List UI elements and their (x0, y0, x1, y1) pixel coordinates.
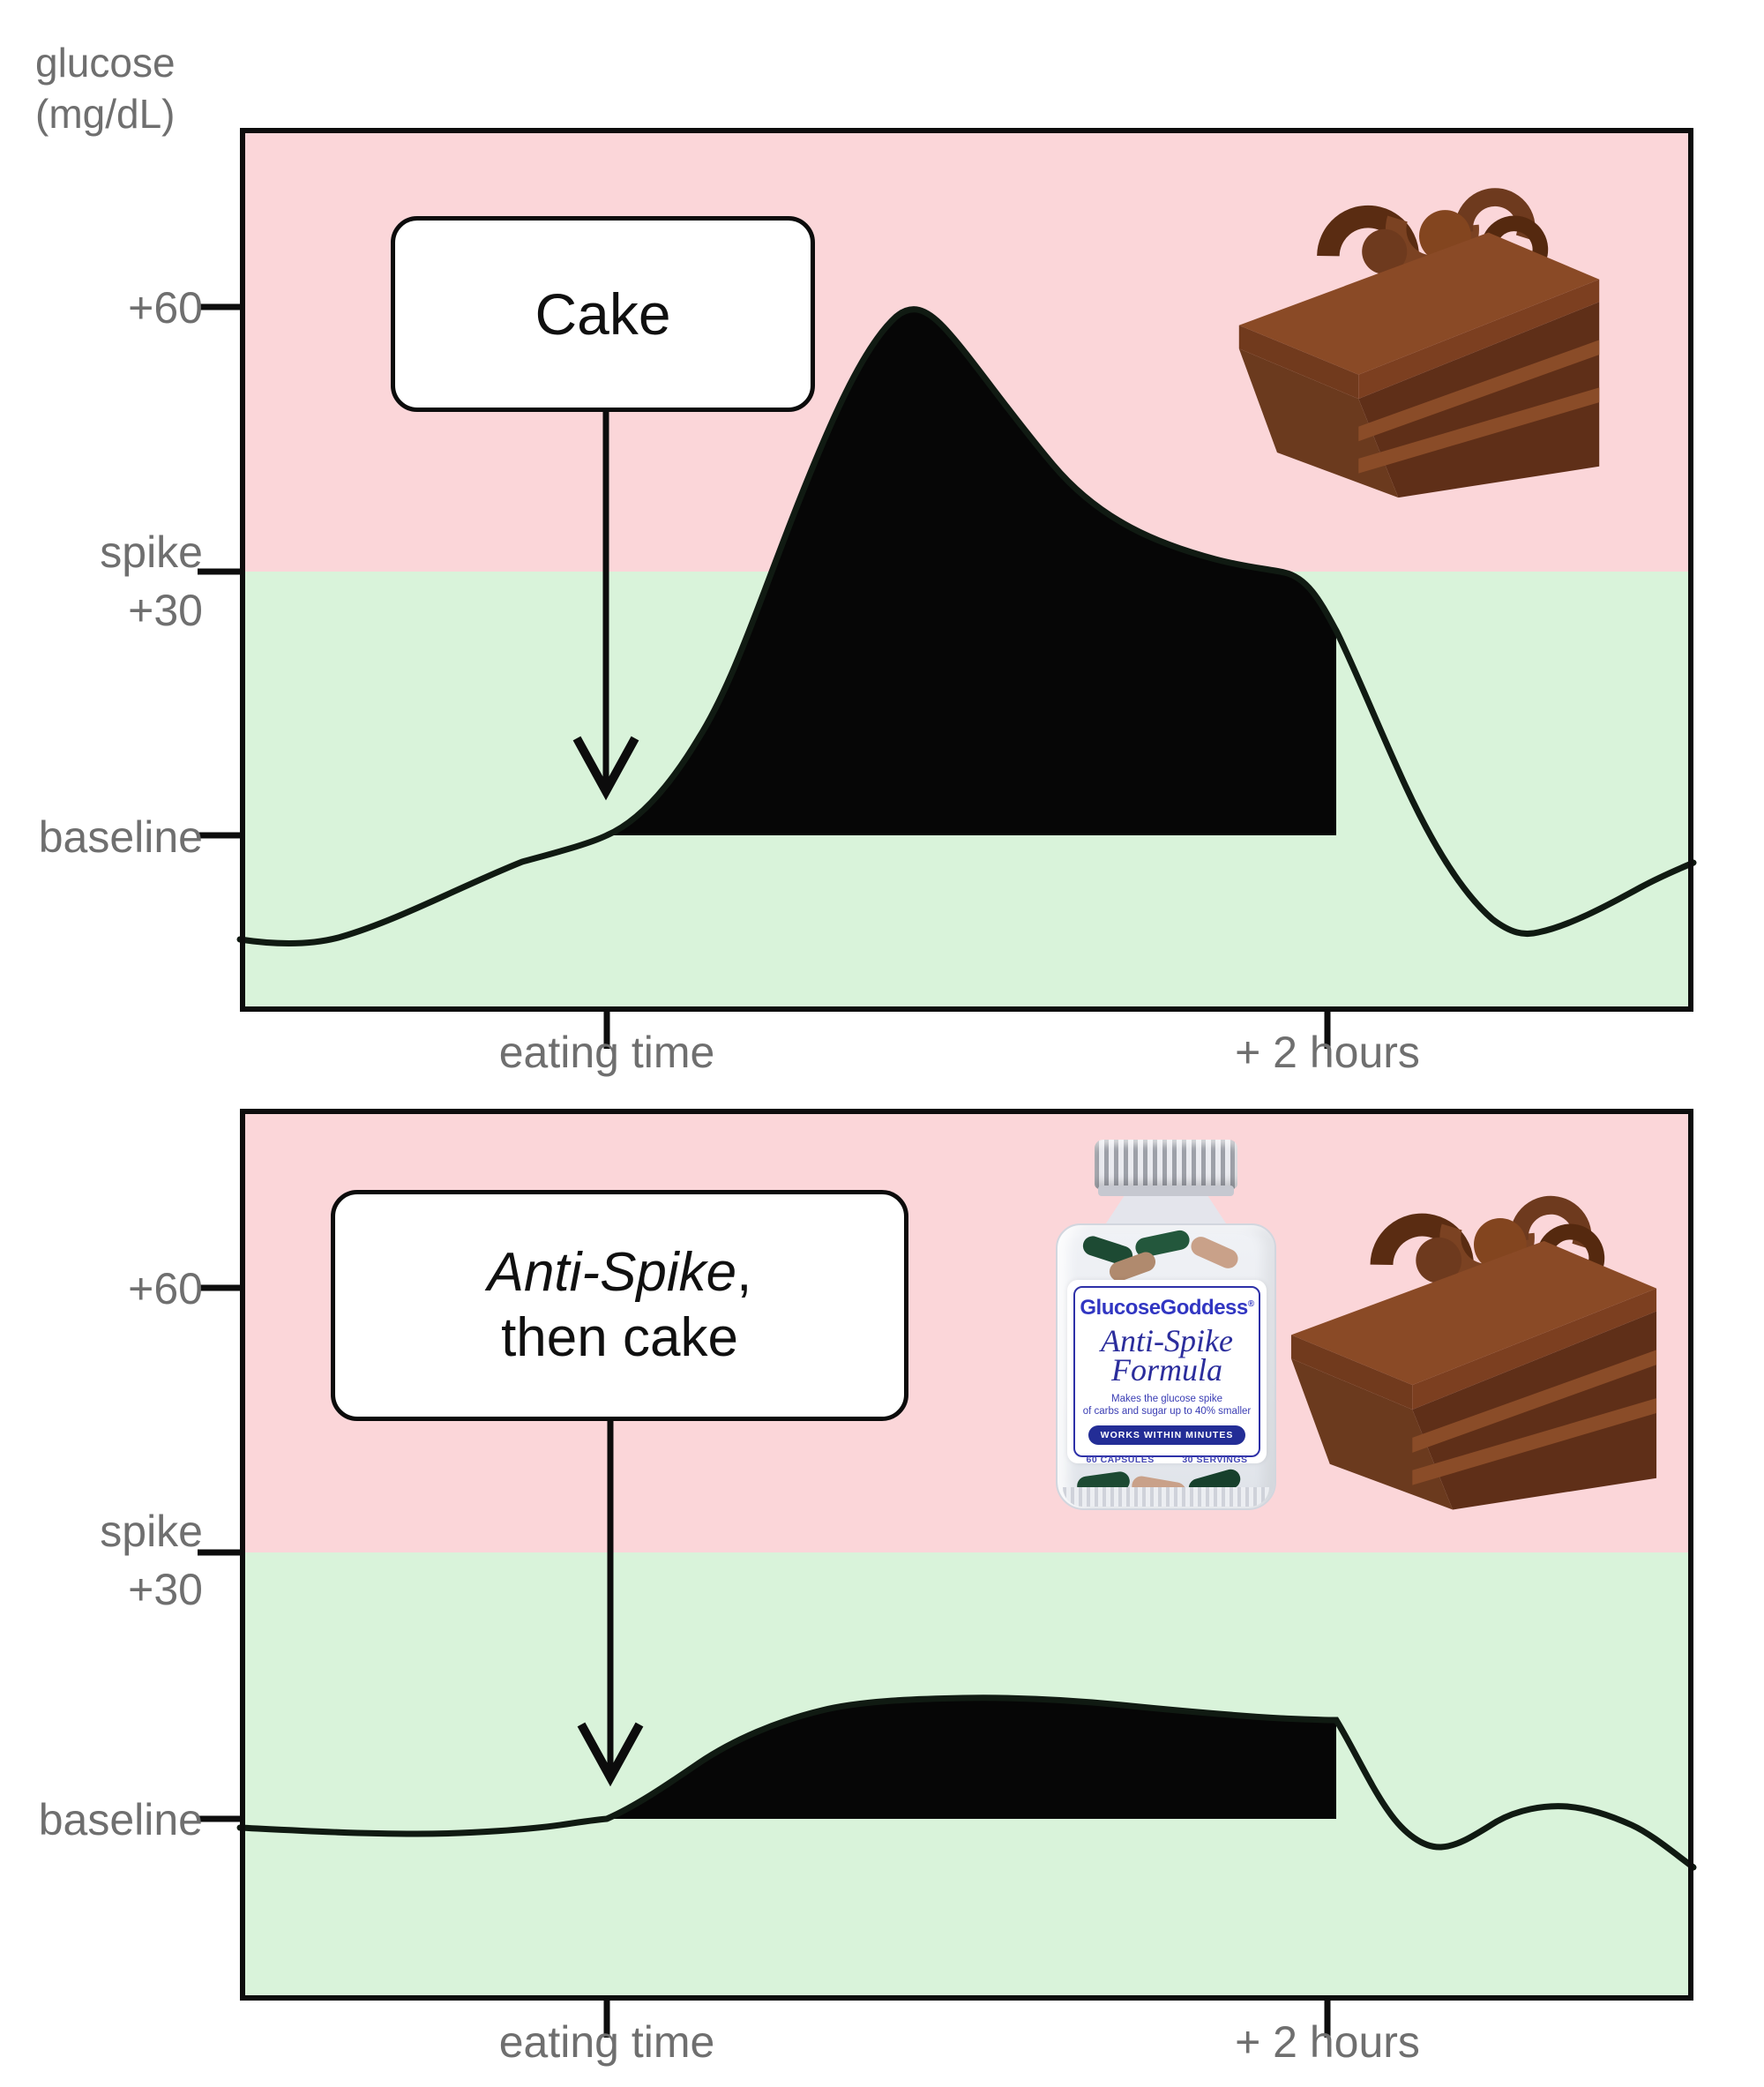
chart-antispike-plot (198, 1109, 1697, 2038)
bottle-cap (1095, 1140, 1237, 1189)
bottle-label: GlucoseGoddess® Anti-Spike Formula Makes… (1067, 1280, 1267, 1465)
cake-image (1229, 122, 1610, 503)
xtick-label-eating-time: eating time (498, 2017, 715, 2067)
bottle-capsule-count: 60 CAPSULES (1086, 1455, 1155, 1465)
y-axis-title: glucose (mg/dL) (35, 37, 176, 139)
ytick-label-plus30: +30 (128, 1565, 203, 1614)
glucose-curve (236, 1694, 1697, 1871)
annotation-anti-spike-line2: then cake (501, 1307, 738, 1368)
bottle-base-ribbing (1063, 1487, 1269, 1507)
glucose-area-fill (607, 1697, 1336, 1819)
ytick-label-spike: spike (100, 527, 203, 577)
bottle-label-border: GlucoseGoddess® Anti-Spike Formula Makes… (1073, 1286, 1260, 1465)
cake-slice-illustration (1281, 1126, 1667, 1518)
xtick-label-eating-time: eating time (498, 1028, 715, 1077)
bottle-brand: GlucoseGoddess® (1080, 1296, 1254, 1320)
annotation-anti-spike: Anti-Spike, then cake (331, 1190, 908, 1421)
ytick-label-baseline: baseline (38, 1795, 203, 1844)
bottle-tagline: Makes the glucose spike of carbs and sug… (1083, 1393, 1252, 1418)
annotation-cake-text: Cake (534, 281, 671, 347)
annotation-arrowhead (572, 736, 639, 801)
xtick-label-plus2hours: + 2 hours (1235, 1028, 1420, 1077)
cake-image (1281, 1126, 1667, 1518)
bottle-product-line2: Formula (1110, 1352, 1222, 1388)
bottle-servings-count: 30 SERVINGS (1182, 1455, 1248, 1465)
ytick-label-spike: spike (100, 1507, 203, 1556)
ytick-label-plus60: +60 (128, 1264, 203, 1313)
ytick-label-plus60: +60 (128, 283, 203, 333)
ytick-label-plus30: +30 (128, 586, 203, 635)
xtick-label-plus2hours: + 2 hours (1235, 2017, 1420, 2067)
y-axis-title-line2: (mg/dL) (35, 91, 176, 137)
bottle-neck (1104, 1196, 1228, 1226)
bottle-badge: WORKS WITHIN MINUTES (1088, 1425, 1246, 1445)
plot-border (240, 1109, 1693, 2001)
annotation-anti-spike-line1: Anti-Spike, (488, 1240, 752, 1305)
plot-border (240, 128, 1693, 1012)
bottle-brand-text: GlucoseGoddess (1080, 1296, 1248, 1320)
bottle-body: GlucoseGoddess® Anti-Spike Formula Makes… (1056, 1223, 1276, 1510)
bottle-tagline-line1: Makes the glucose spike (1111, 1394, 1222, 1404)
anti-spike-italic: Anti-Spike (487, 1242, 737, 1303)
glucose-area-fill (607, 309, 1336, 835)
anti-spike-bottle-image: GlucoseGoddess® Anti-Spike Formula Makes… (1056, 1140, 1276, 1519)
bottle-footer: 60 CAPSULES 30 SERVINGS (1086, 1455, 1247, 1465)
anti-spike-comma: , (736, 1242, 752, 1303)
bottle-brand-mark: ® (1247, 1299, 1254, 1309)
bottle-product-name: Anti-Spike Formula (1101, 1323, 1233, 1388)
bottle-product-line1: Anti-Spike (1101, 1323, 1233, 1358)
capsule (1187, 1233, 1242, 1272)
bottle-cap-band (1098, 1186, 1234, 1196)
glucose-curve (236, 306, 1697, 947)
ytick-label-baseline: baseline (38, 812, 203, 862)
y-axis-title-line1: glucose (35, 40, 176, 86)
annotation-cake: Cake (391, 216, 815, 412)
annotation-arrowhead (577, 1722, 644, 1787)
bottle-tagline-line2: of carbs and sugar up to 40% smaller (1082, 1406, 1252, 1417)
cake-slice-illustration (1229, 122, 1610, 503)
chart-cake-plot (198, 128, 1697, 1049)
